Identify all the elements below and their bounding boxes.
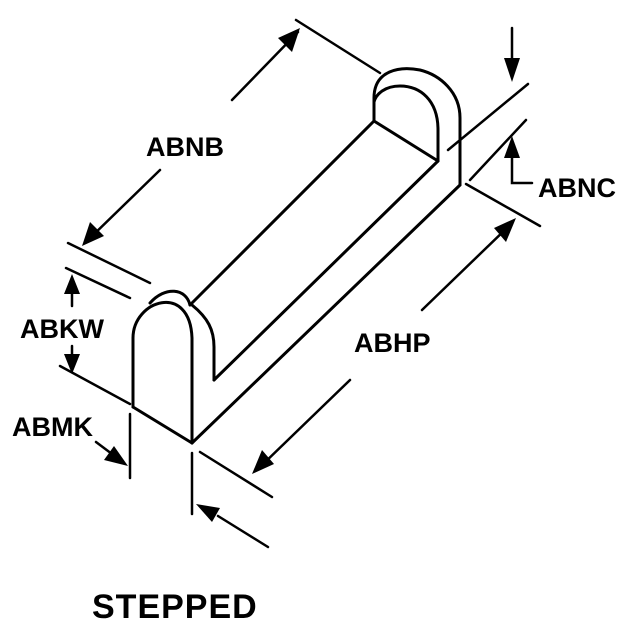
abhp-arrowhead-upper <box>494 218 516 242</box>
abhp-ext-line-right <box>464 182 542 228</box>
abmk-arrowhead-left <box>104 446 128 466</box>
abnc-arrowhead-top <box>504 58 520 82</box>
abhp-label: ABHP <box>354 328 431 358</box>
front-step-inner <box>190 303 216 382</box>
abnb-label: ABNB <box>146 132 224 162</box>
diagram-title: STEPPED <box>92 588 258 626</box>
abnb-arrowhead-lower <box>82 222 104 246</box>
abnc-ext-line-top <box>446 82 530 152</box>
abnb-ext-line-left <box>66 241 152 285</box>
abkw-ext-line-top <box>64 266 132 300</box>
rear-step-arch <box>372 67 462 187</box>
abmk-arrow-shaft-left <box>94 440 114 456</box>
abnc-label: ABNC <box>538 173 616 203</box>
dimension-abhp: ABHP <box>198 182 542 499</box>
abhp-dim-line-upper <box>420 223 512 312</box>
dimension-abmk: ABMK <box>12 412 270 549</box>
abnb-ext-line-right <box>294 18 382 75</box>
rear-step-inner <box>372 84 440 163</box>
front-step-top-curve <box>148 289 192 307</box>
abnb-arrowhead-upper <box>278 28 300 52</box>
abnc-arrowhead-bottom <box>504 136 520 158</box>
abhp-ext-line-left <box>198 450 274 499</box>
abmk-label: ABMK <box>12 412 93 442</box>
abkw-label: ABKW <box>20 314 104 344</box>
abkw-ext-line-bottom <box>58 364 132 406</box>
base-inner-edge <box>212 159 440 382</box>
abmk-arrowhead-right <box>196 504 220 522</box>
abkw-arrowhead-bottom <box>64 354 80 374</box>
abnc-ext-line-bottom <box>468 118 528 182</box>
abkw-arrowhead-top <box>64 274 80 294</box>
part-outline <box>131 67 462 445</box>
abmk-arrow-shaft-right <box>216 514 270 549</box>
dimension-abnb: ABNB <box>66 18 382 285</box>
front-step-base <box>131 405 194 445</box>
abnb-dim-line-lower <box>86 168 162 242</box>
rear-step-base <box>372 119 440 163</box>
front-step-arch <box>131 300 194 445</box>
abhp-dim-line-lower <box>258 378 352 469</box>
dimension-abnc: ABNC <box>446 26 616 203</box>
abhp-arrowhead-lower <box>252 450 274 474</box>
base-top-edge <box>188 119 376 307</box>
dimension-abkw: ABKW <box>20 266 132 406</box>
abnc-leader <box>510 153 534 185</box>
base-front-edge <box>190 183 462 445</box>
